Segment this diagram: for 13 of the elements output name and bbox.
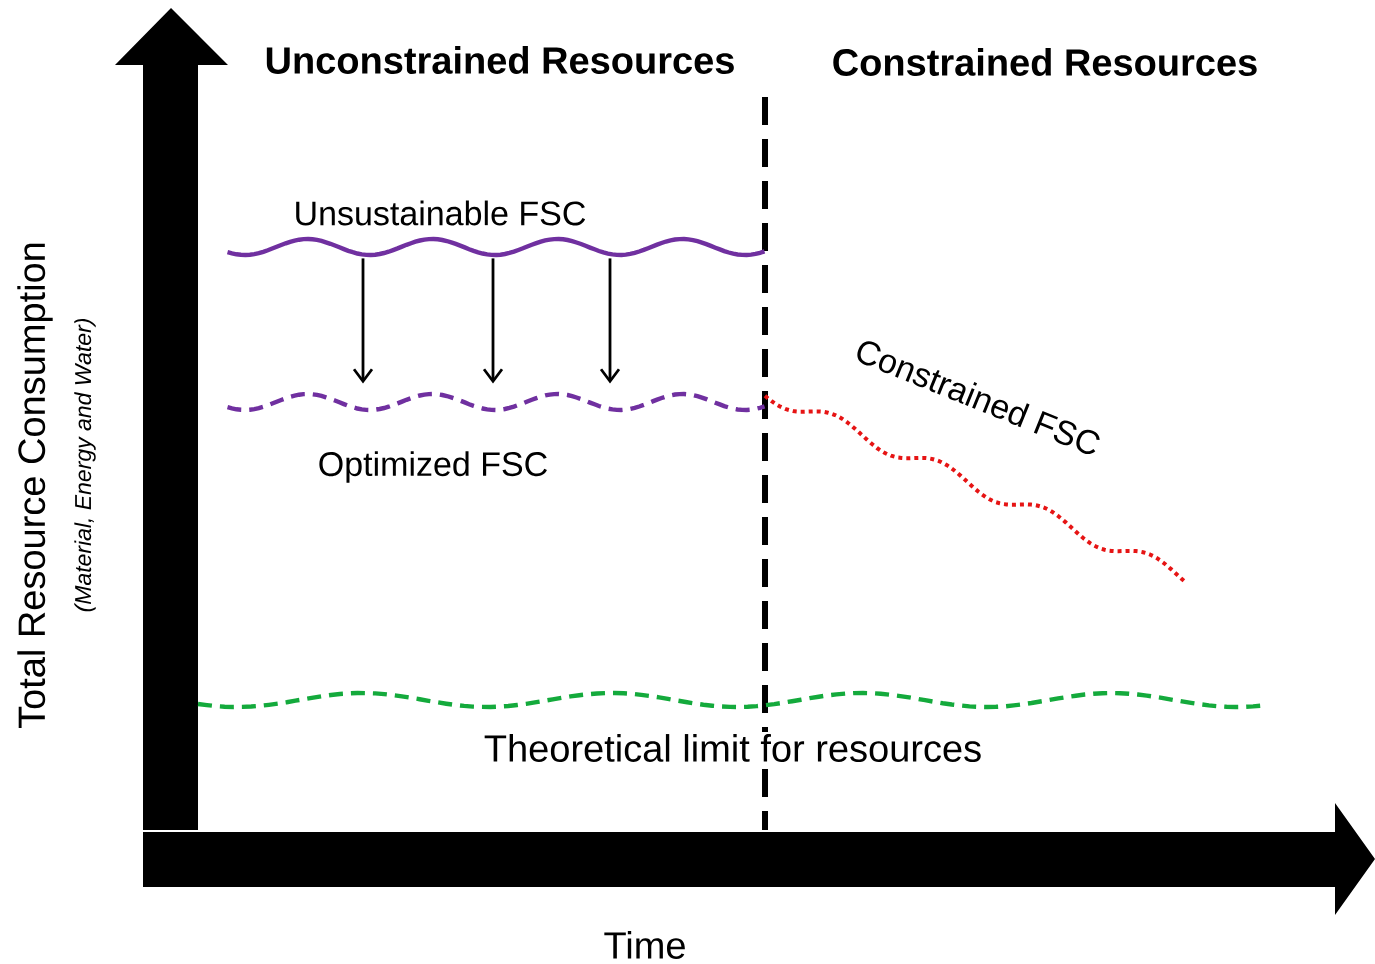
heading: Unconstrained Resources bbox=[266, 46, 734, 74]
curve-label: Unsustainable FSC bbox=[296, 200, 586, 226]
curve bbox=[226, 391, 766, 413]
axis-label: Total Resource Consumption bbox=[17, 243, 53, 729]
curve bbox=[226, 236, 766, 258]
curve-label: Theoretical limit for resources bbox=[481, 732, 985, 764]
heading: Constrained Resources bbox=[833, 48, 1257, 76]
curve-label: Optimized FSC bbox=[319, 451, 547, 483]
arrow bbox=[482, 258, 504, 384]
axis-label: Time bbox=[604, 931, 685, 959]
arrow bbox=[599, 258, 621, 384]
axis-label: (Material, Energy and Water) bbox=[74, 319, 96, 612]
arrow bbox=[352, 258, 374, 384]
